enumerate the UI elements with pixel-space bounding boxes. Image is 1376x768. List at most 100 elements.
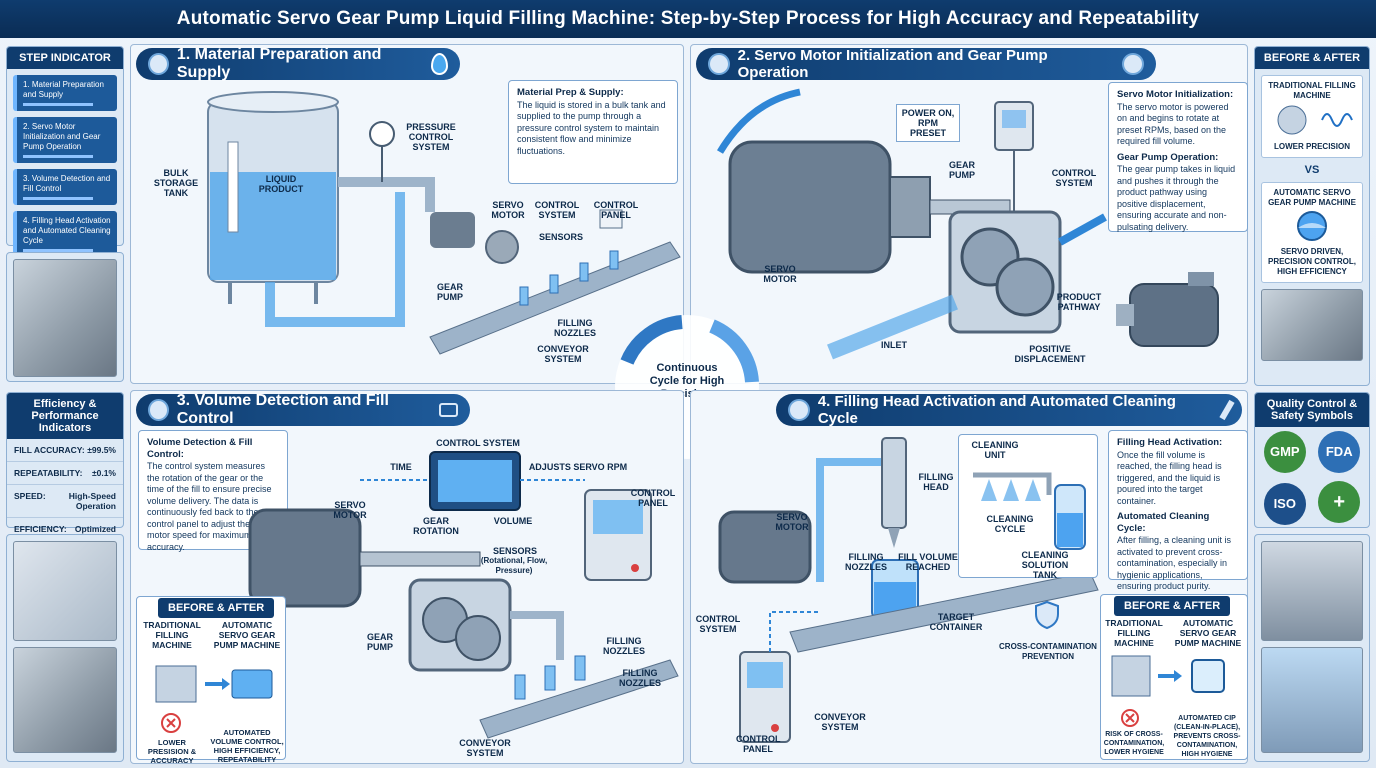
label-control-system: CONTROL SYSTEM bbox=[436, 438, 520, 448]
step-progress-bar bbox=[23, 197, 94, 200]
nozzle-closeup-photo bbox=[13, 647, 117, 753]
label-target-container: TARGET CONTAINER bbox=[929, 612, 983, 632]
motor-icon bbox=[708, 53, 730, 75]
section-3-ba-right: AUTOMATIC SERVO GEAR PUMP MACHINE bbox=[213, 620, 281, 650]
filling-head bbox=[881, 437, 907, 529]
tank-photo-panel bbox=[6, 252, 124, 382]
label-time: TIME bbox=[390, 462, 412, 472]
droplet-icon bbox=[430, 53, 448, 75]
nozzle-icon bbox=[788, 399, 810, 421]
servo-motor bbox=[430, 212, 475, 248]
traditional-machine-icon bbox=[1277, 105, 1353, 135]
label-cleaning-cycle: CLEANING CYCLE bbox=[986, 514, 1034, 534]
section-3-ba-icons bbox=[155, 665, 273, 703]
label-gear-rotation: GEAR ROTATION bbox=[413, 516, 459, 536]
fda-badge: FDA bbox=[1318, 431, 1361, 473]
vs-label: VS bbox=[1304, 164, 1320, 176]
section-4-callout: Filling Head Activation: Once the fill v… bbox=[1108, 430, 1248, 591]
label-adjusts-servo: ADJUSTS SERVO RPM bbox=[528, 462, 628, 472]
cycle-arrow-1 bbox=[620, 315, 683, 365]
iso-badge: ISO bbox=[1263, 483, 1306, 525]
label-cross-contamination: CROSS-CONTAMINATION PREVENTION bbox=[999, 642, 1097, 661]
control-panel-icon bbox=[599, 209, 623, 229]
sensor-icon bbox=[148, 399, 169, 421]
gmp-badge: GMP bbox=[1263, 431, 1306, 473]
traditional-machine-card: TRADITIONAL FILLING MACHINE LOWER PRECIS… bbox=[1261, 75, 1363, 158]
supply-pipe bbox=[338, 177, 435, 212]
section-3-ba-title: BEFORE & AFTER bbox=[158, 598, 275, 618]
hmi-photo-panel bbox=[6, 534, 124, 762]
label-solution-tank: CLEANING SOLUTION TANK bbox=[1021, 550, 1069, 580]
fail-x-icon bbox=[161, 713, 181, 733]
indicator-row: FILL ACCURACY:±99.5% bbox=[7, 439, 123, 462]
servo-motor-large bbox=[728, 140, 892, 274]
label-sensors: SENSORS bbox=[492, 546, 537, 556]
page-title: Automatic Servo Gear Pump Liquid Filling… bbox=[176, 8, 1200, 29]
before-after-panel: BEFORE & AFTER TRADITIONAL FILLING MACHI… bbox=[1254, 46, 1370, 386]
step-item-1[interactable]: 1. Material Preparation and Supply bbox=[13, 75, 117, 111]
label-sensors-types: (Rotational, Flow, Pressure) bbox=[480, 556, 548, 575]
signal-icon bbox=[439, 403, 458, 417]
step-item-3[interactable]: 3. Volume Detection and Fill Control bbox=[13, 169, 117, 205]
equipment-photo-panel bbox=[1254, 534, 1370, 762]
safety-cross-icon: + bbox=[1318, 481, 1361, 523]
label-power-on: POWER ON, RPM PRESET bbox=[896, 104, 960, 142]
label-control-panel: CONTROL PANEL bbox=[593, 200, 639, 220]
automatic-machine-card: AUTOMATIC SERVO GEAR PUMP MACHINE SERVO … bbox=[1261, 182, 1363, 283]
label-bulk-storage-tank: BULK STORAGE TANK bbox=[153, 168, 199, 198]
label-filling-nozzles: FILLING NOZZLES bbox=[603, 636, 645, 656]
label-filling-nozzles-2: FILLING NOZZLES bbox=[619, 668, 661, 688]
label-gear-pump: GEAR PUMP bbox=[366, 632, 393, 652]
cleaning-unit-box bbox=[958, 434, 1098, 578]
step-progress-bar bbox=[23, 103, 94, 106]
section-4-heading: 4. Filling Head Activation and Automated… bbox=[776, 393, 1242, 427]
section-4-ba-right-note: AUTOMATED CIP (CLEAN-IN-PLACE), PREVENTS… bbox=[1173, 715, 1241, 758]
hmi-screen-photo bbox=[13, 541, 117, 641]
section-1-heading: 1. Material Preparation and Supply bbox=[136, 46, 460, 81]
label-conveyor: CONVEYOR SYSTEM bbox=[459, 738, 511, 758]
cleaning-chamber-photo bbox=[1261, 647, 1363, 753]
label-sensors: SENSORS bbox=[538, 232, 583, 242]
gear-pump bbox=[485, 230, 519, 264]
section-3-illustration bbox=[248, 451, 679, 739]
label-liquid-product: LIQUID PRODUCT bbox=[258, 174, 304, 194]
fail-x-icon bbox=[1121, 709, 1139, 727]
indicator-row: SPEED:High-Speed Operation bbox=[7, 485, 123, 518]
label-filling-nozzles: FILLING NOZZLES bbox=[554, 318, 596, 338]
cleaning-unit-illustration bbox=[973, 472, 1086, 550]
section-3-ba-left: TRADITIONAL FILLING MACHINE bbox=[143, 620, 201, 650]
label-gear-pump: GEAR PUMP bbox=[948, 160, 975, 180]
section-2-heading: 2. Servo Motor Initialization and Gear P… bbox=[696, 47, 1156, 81]
label-positive-displacement: POSITIVE DISPLACEMENT bbox=[1014, 344, 1086, 364]
step-indicator-title: STEP INDICATOR bbox=[7, 47, 123, 69]
label-servo-motor: SERVO MOTOR bbox=[333, 500, 367, 520]
before-after-title: BEFORE & AFTER bbox=[1255, 47, 1369, 69]
label-filling-nozzles: FILLING NOZZLES bbox=[845, 552, 887, 572]
rotation-arrow bbox=[716, 88, 801, 154]
label-control-panel: CONTROL PANEL bbox=[736, 734, 781, 754]
label-volume: VOLUME bbox=[493, 516, 533, 526]
step-item-2[interactable]: 2. Servo Motor Initialization and Gear P… bbox=[13, 117, 117, 163]
outlet-flow bbox=[1058, 213, 1107, 246]
section-3-ba-right-note: AUTOMATED VOLUME CONTROL, HIGH EFFICIENC… bbox=[210, 728, 284, 764]
step-item-4[interactable]: 4. Filling Head Activation and Automated… bbox=[13, 211, 117, 257]
label-fill-volume: FILL VOLUME REACHED bbox=[898, 552, 958, 572]
conveyor-belt bbox=[479, 659, 679, 739]
section-4-ba-right: AUTOMATIC SERVO GEAR PUMP MACHINE bbox=[1174, 618, 1242, 648]
section-1-illustration bbox=[207, 91, 681, 355]
inlet-flow bbox=[827, 294, 958, 360]
gears-icon bbox=[1122, 53, 1144, 75]
section-2-callout: Servo Motor Initialization: The servo mo… bbox=[1108, 82, 1248, 232]
efficiency-panel: Efficiency & Performance Indicators FILL… bbox=[6, 392, 124, 551]
step-indicator-panel: STEP INDICATOR 1. Material Preparation a… bbox=[6, 46, 124, 257]
section-4-ba-left: TRADITIONAL FILLING MACHINE bbox=[1105, 618, 1163, 648]
filling-nozzle-photo bbox=[1261, 541, 1363, 641]
servo-motor-render bbox=[1116, 272, 1219, 347]
label-control-system: CONTROL SYSTEM bbox=[534, 200, 580, 220]
gear-icon bbox=[148, 53, 169, 75]
label-pressure-control: PRESSURE CONTROL SYSTEM bbox=[406, 122, 456, 152]
label-inlet: INLET bbox=[881, 340, 907, 350]
label-gear-pump: GEAR PUMP bbox=[436, 282, 463, 302]
cycle-arrow-2 bbox=[709, 319, 759, 383]
